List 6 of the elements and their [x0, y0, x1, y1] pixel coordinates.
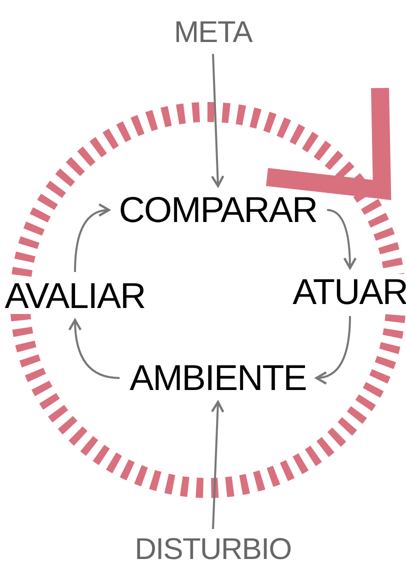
arrow — [210, 54, 224, 188]
arrow — [74, 204, 110, 272]
arrow — [326, 209, 357, 270]
arrow — [315, 316, 351, 384]
arrow — [68, 318, 120, 379]
arrow — [210, 400, 224, 530]
